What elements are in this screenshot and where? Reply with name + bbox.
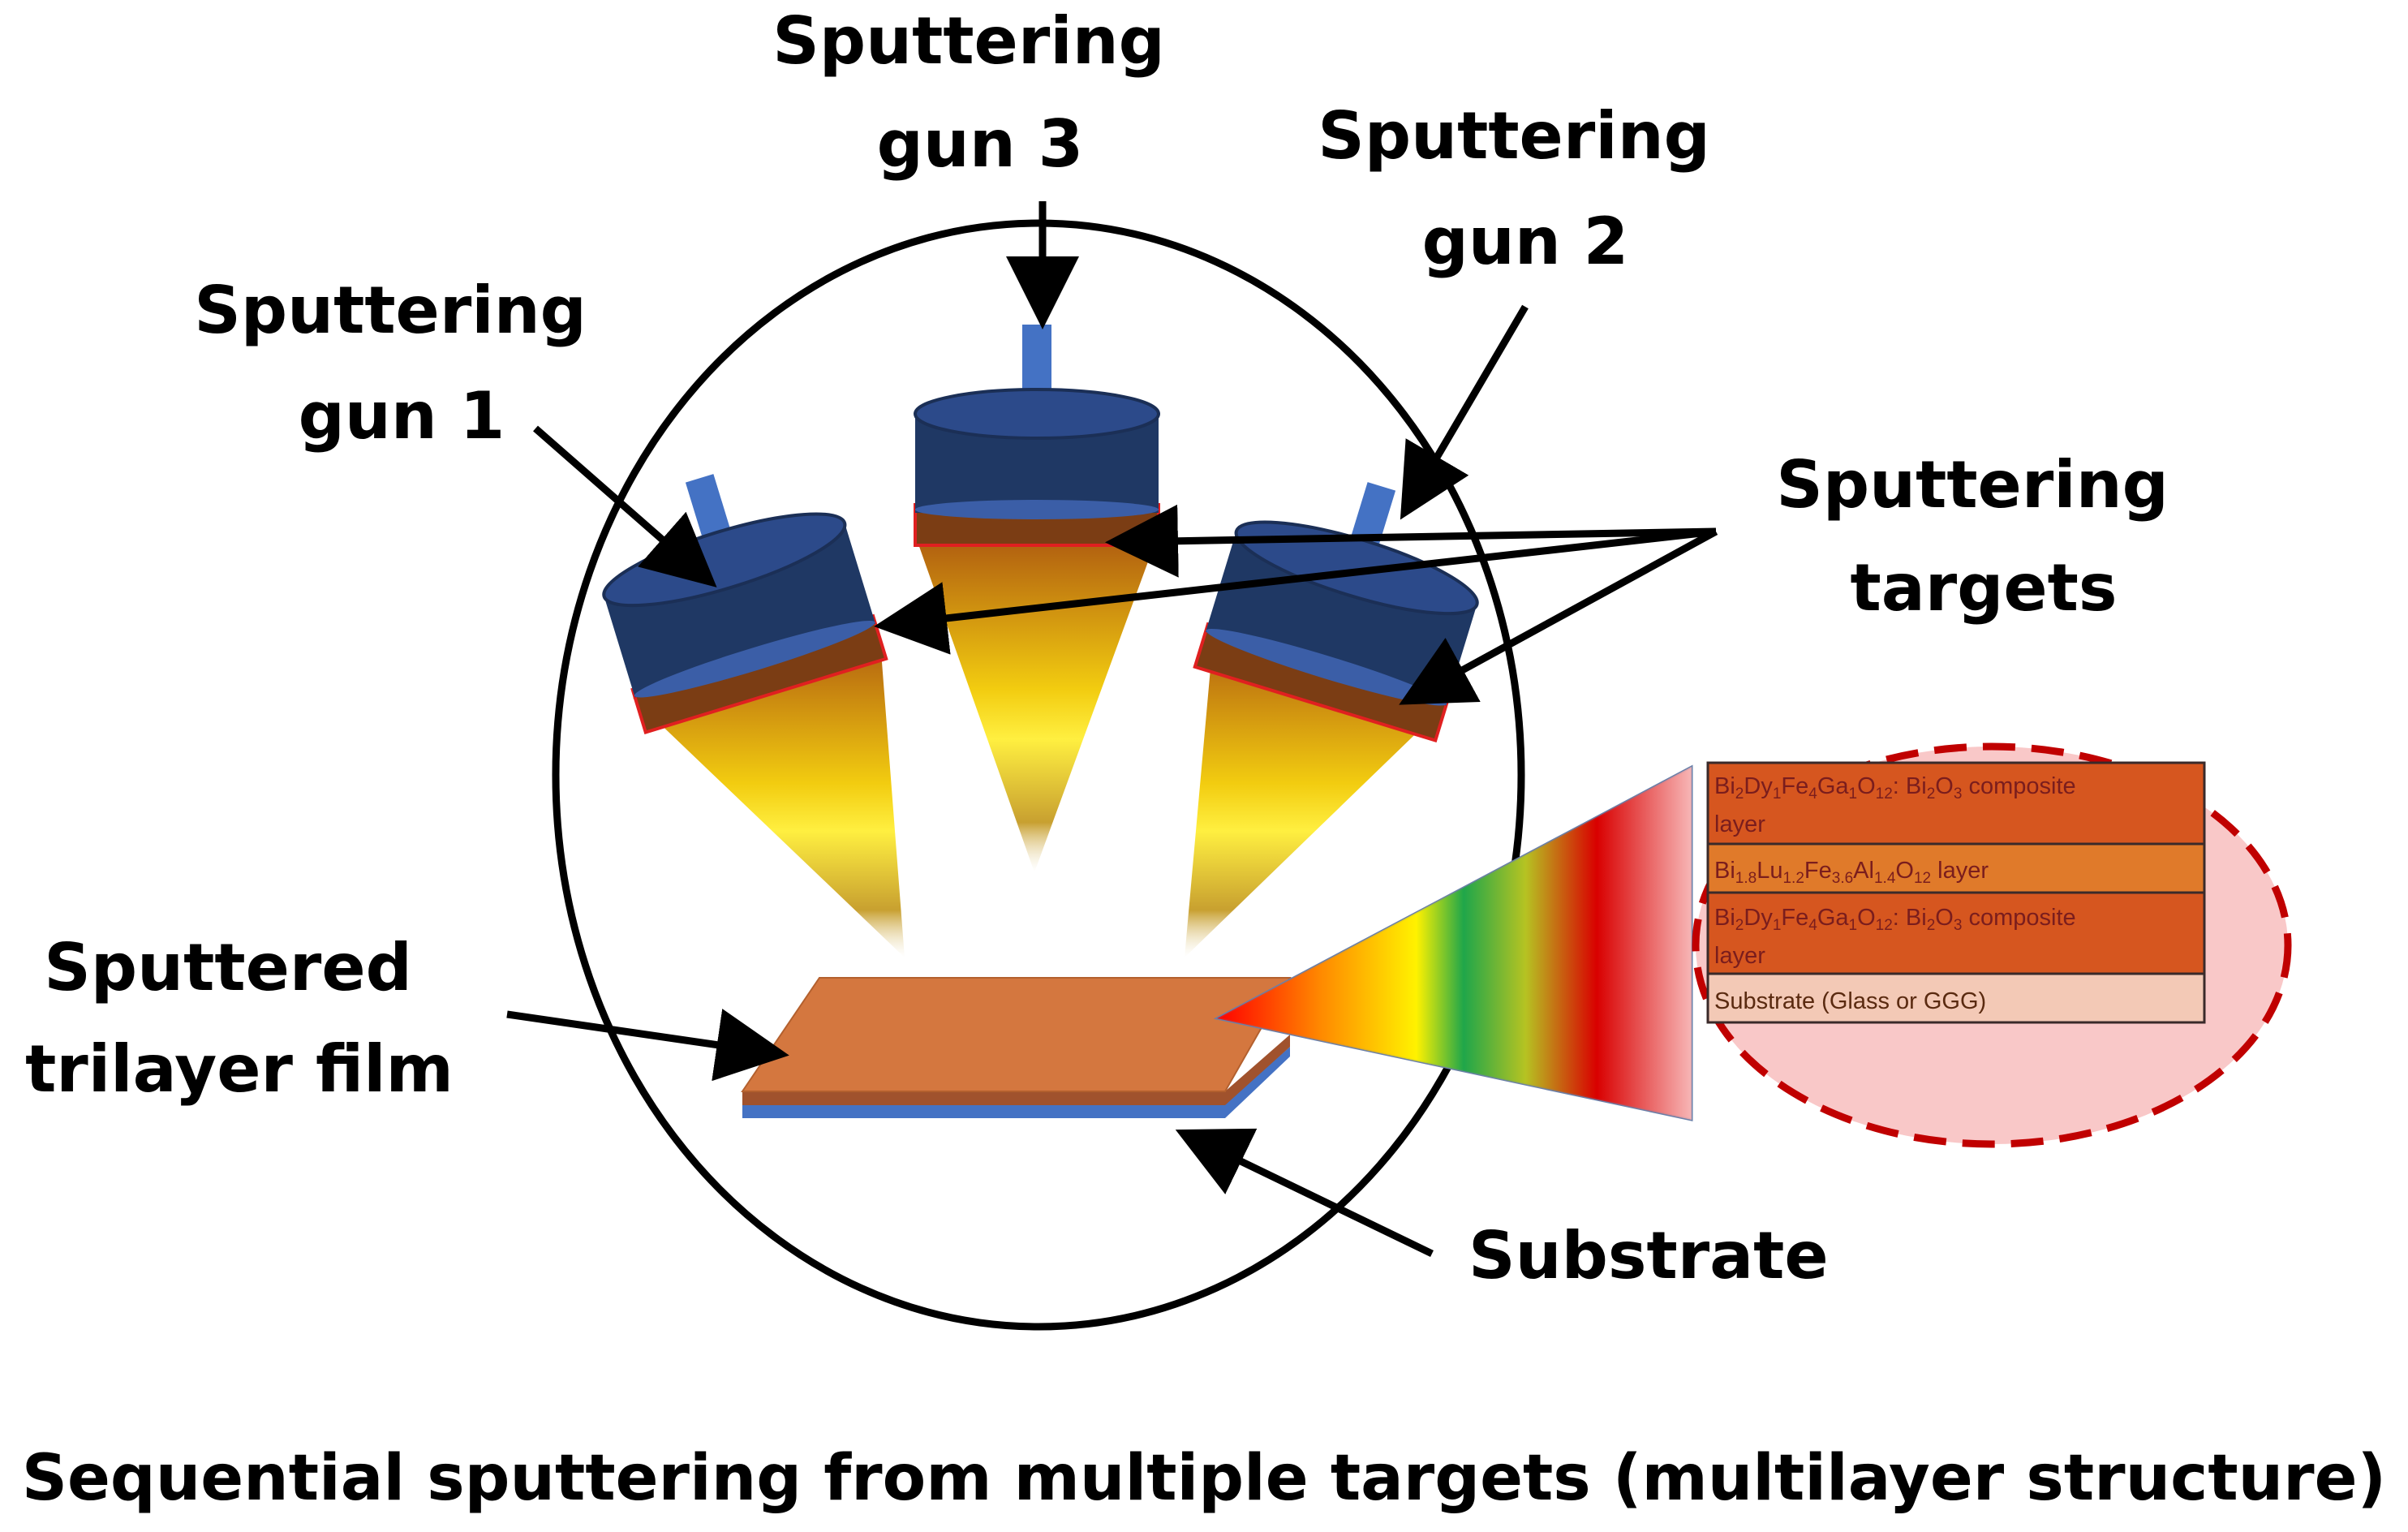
formula-part: 1	[1849, 785, 1858, 803]
layer-stack-table: Bi2Dy1Fe4Ga1O12: Bi2O3 composite layer B…	[1706, 761, 2206, 1024]
gun-2-bottom-rim	[1206, 628, 1447, 706]
formula-part: : Bi	[1893, 773, 1927, 799]
formula-part: 1.4	[1874, 870, 1896, 887]
layer-1	[1706, 761, 2206, 846]
formula-part: Al	[1853, 858, 1874, 884]
layer-2-label: Bi1.8Lu1.2Fe3.6Al1.4O12 layer	[1714, 858, 1989, 887]
sputter-plume-3	[917, 540, 1156, 872]
layer-4-substrate	[1706, 972, 2206, 1024]
film-side	[742, 1035, 1290, 1105]
formula-part: 12	[1876, 917, 1893, 934]
formula-part: Bi	[1714, 905, 1735, 931]
formula-part: Lu	[1757, 858, 1782, 884]
arrow-substrate	[1175, 1128, 1434, 1258]
formula-part: 4	[1808, 917, 1817, 934]
formula-part: 1.2	[1782, 870, 1804, 887]
zoom-wedge-front	[1217, 767, 1692, 1120]
sputter-plume-1	[633, 641, 905, 957]
label-targets: Sputtering targets	[1776, 447, 2191, 626]
formula-part: 4	[1808, 785, 1817, 803]
gun-1-bottom-rim	[634, 620, 875, 698]
formula-part: Bi	[1714, 773, 1735, 799]
label-film: Sputtered trilayer film	[25, 930, 454, 1107]
diagram-caption: Sequential sputtering from multiple targ…	[22, 1442, 2386, 1515]
formula-part: 3.6	[1832, 870, 1853, 887]
formula-part: Substrate (Glass or GGG)	[1714, 988, 1986, 1014]
layer-3-label: Bi2Dy1Fe4Ga1O12: Bi2O3 composite	[1714, 905, 2076, 934]
arrow-target-1	[874, 527, 1717, 655]
formula-part: 12	[1876, 785, 1893, 803]
formula-part: O	[1895, 858, 1914, 884]
formula-part: 1.8	[1735, 870, 1757, 887]
formula-part: 2	[1735, 785, 1744, 803]
formula-part: Ga	[1817, 905, 1850, 931]
label-gun-2: Sputtering gun 2	[1318, 98, 1733, 279]
formula-part: 2	[1735, 917, 1744, 934]
arrow-target-3	[1105, 504, 1717, 578]
layer-3-label-line2: layer	[1714, 943, 1765, 969]
formula-part: layer	[1931, 858, 1989, 884]
arrow-target-2	[1399, 528, 1718, 705]
sputtering-gun-1	[602, 474, 888, 734]
formula-part: 12	[1914, 870, 1931, 887]
formula-part: 2	[1927, 917, 1936, 934]
gun-1-body	[604, 523, 876, 698]
arrow-film	[506, 1009, 789, 1082]
layer-3	[1706, 891, 2206, 975]
formula-part: 3	[1954, 917, 1963, 934]
label-substrate: Substrate	[1468, 1218, 1829, 1293]
formula-part: 2	[1927, 785, 1936, 803]
formula-part: Fe	[1781, 905, 1808, 931]
film-top-surface	[741, 977, 1292, 1092]
label-gun-1: Sputtering gun 1	[194, 273, 609, 454]
arrow-gun-2	[1400, 304, 1529, 520]
layer-1-label: Bi2Dy1Fe4Ga1O12: Bi2O3 composite	[1714, 773, 2076, 803]
formula-part: O	[1857, 905, 1876, 931]
sputtering-gun-3	[914, 325, 1160, 547]
formula-part: : Bi	[1893, 905, 1927, 931]
formula-part: O	[1935, 905, 1954, 931]
gun-3-top	[914, 388, 1160, 440]
formula-part: Bi	[1714, 858, 1735, 884]
layer-1-label-line2: layer	[1714, 811, 1765, 837]
arrows	[506, 201, 1718, 1258]
trilayer-film-sample	[741, 977, 1292, 1118]
label-gun-3: Sputtering gun 3	[772, 3, 1188, 182]
formula-part: Fe	[1804, 858, 1832, 884]
formula-part: composite	[1962, 773, 2075, 799]
formula-part: O	[1857, 773, 1876, 799]
formula-part: 3	[1954, 785, 1963, 803]
formula-part: Ga	[1817, 773, 1850, 799]
formula-part: composite	[1962, 905, 2075, 931]
formula-part: Dy	[1744, 905, 1773, 931]
formula-part: Fe	[1781, 773, 1808, 799]
formula-part: 1	[1773, 917, 1782, 934]
formula-part: O	[1935, 773, 1954, 799]
arrow-gun-1	[533, 425, 717, 587]
formula-part: Dy	[1744, 773, 1773, 799]
formula-part: 1	[1849, 917, 1858, 934]
gun-3-bottom-rim	[915, 500, 1159, 519]
layer-4-label: Substrate (Glass or GGG)	[1714, 988, 1986, 1014]
vacuum-chamber	[552, 219, 1525, 1331]
formula-part: 1	[1773, 785, 1782, 803]
